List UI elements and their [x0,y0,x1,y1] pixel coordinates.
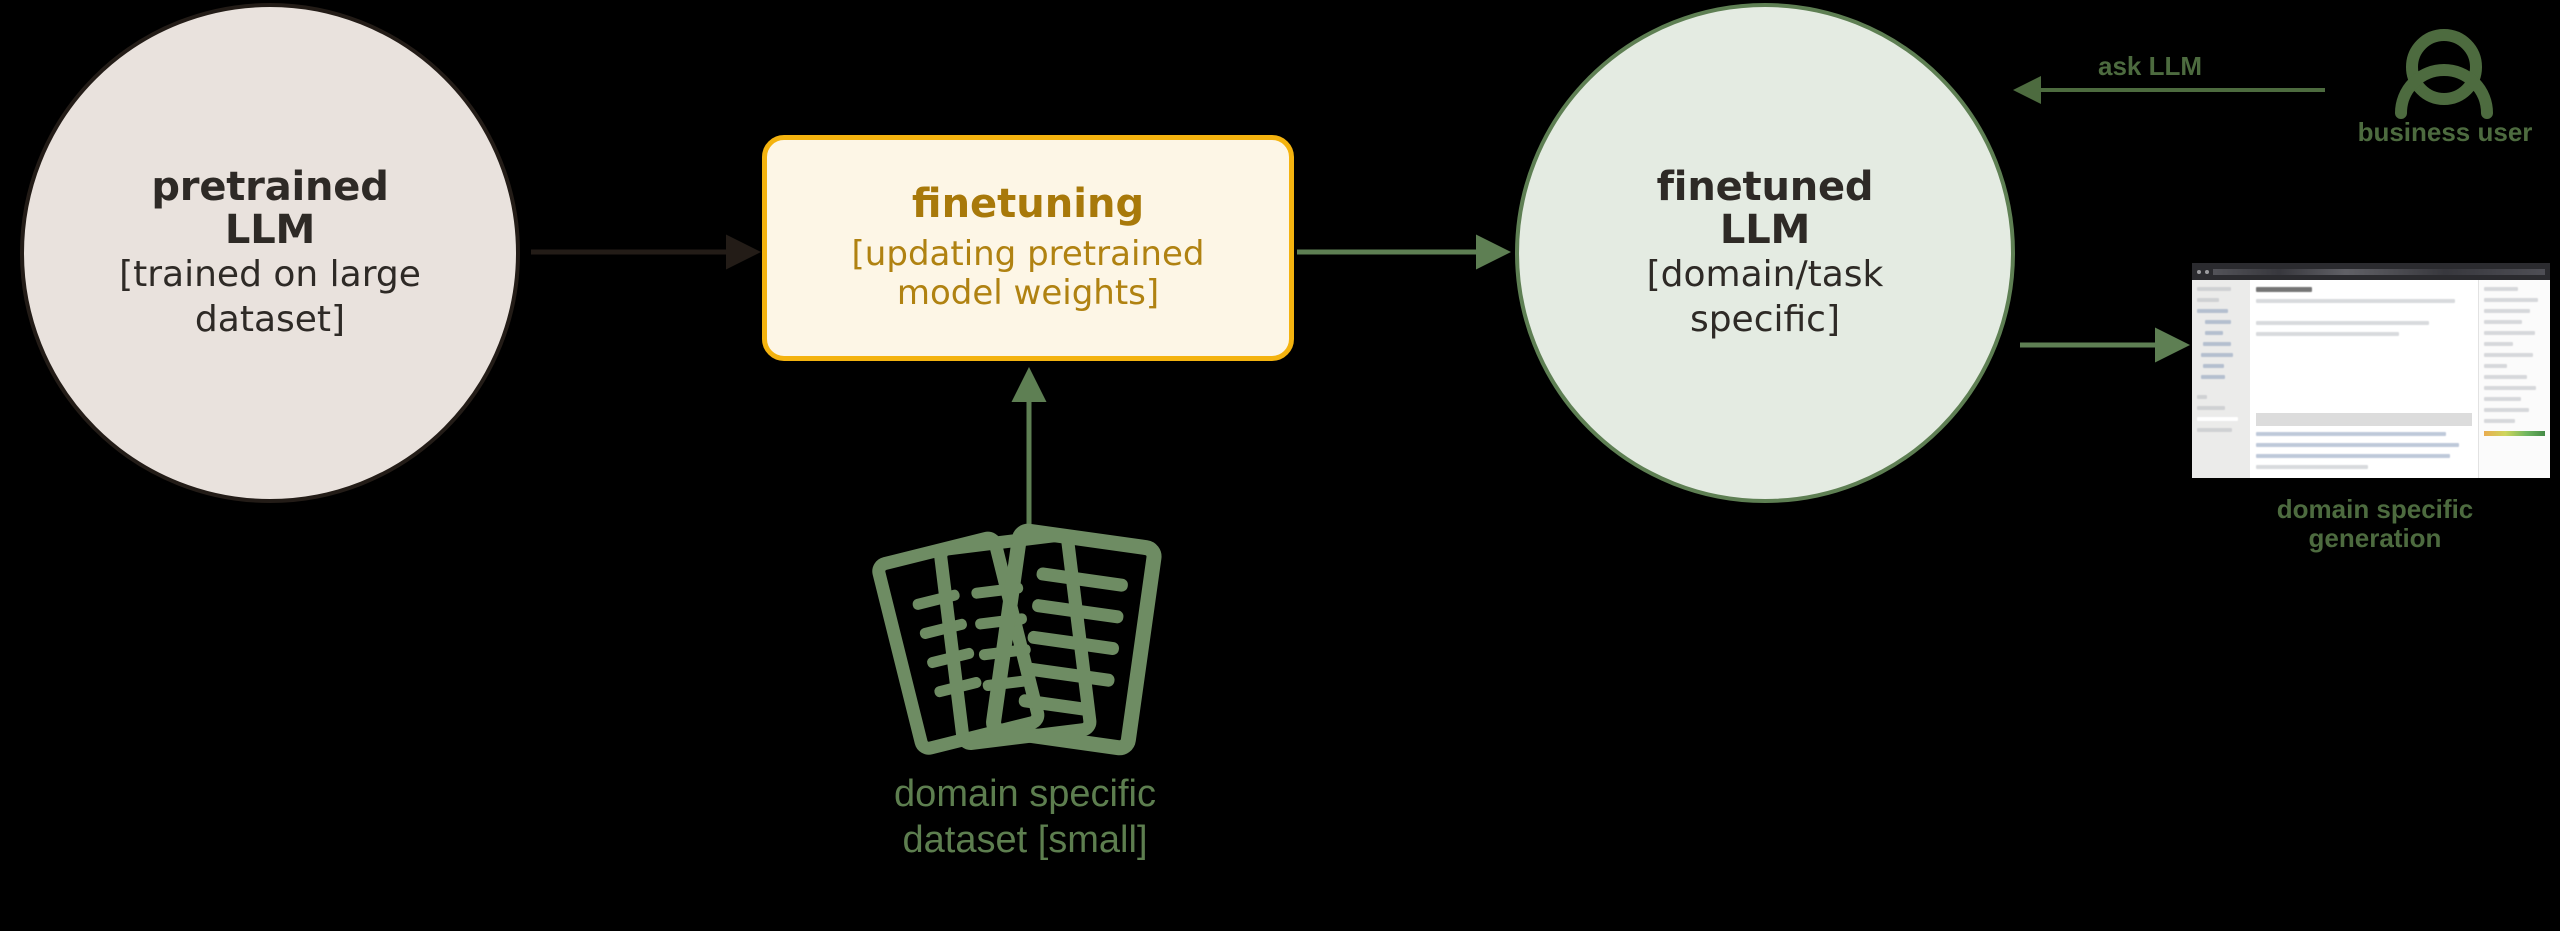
finetuned-title-line2: LLM [1719,206,1811,253]
thumbnail-titlebar [2192,263,2550,280]
thumbnail-sidebar [2192,280,2250,478]
label-business-user: business user [2357,117,2533,147]
node-finetuning-box: finetuning [updating pretrained model we… [762,135,1294,361]
pretrained-title-line2: LLM [224,206,316,253]
thumbnail-divider [2256,413,2472,426]
thumbnail-dot [2197,269,2201,274]
finetuning-title: finetuning [911,181,1145,228]
pretrained-title-line1: pretrained [151,163,389,210]
finetuning-sub-line2: model weights] [896,273,1160,313]
thumbnail-titlebar-blur [2213,268,2545,275]
label-domain-generation-line1: domain specific [2276,494,2474,524]
thumbnail-content-box [2256,343,2472,405]
document-stack-icon [872,523,1162,756]
finetuned-sub-line1: [domain/task [1646,254,1884,296]
label-domain-specific-dataset: domain specific dataset [small] [810,772,1240,863]
domain-specific-generation-screenshot [2192,263,2550,478]
node-pretrained-llm: pretrained LLM [trained on large dataset… [20,3,520,503]
node-finetuned-llm: finetuned LLM [domain/task specific] [1515,3,2015,503]
pretrained-sub-line2: dataset] [194,298,346,340]
thumbnail-color-legend [2484,431,2545,436]
thumbnail-right-panel [2478,280,2550,478]
finetuned-sub-line2: specific] [1689,298,1841,340]
thumbnail-main-panel [2250,280,2478,478]
label-domain-specific-generation: domain specific generation [2255,494,2495,554]
pretrained-sub-line1: [trained on large [119,254,421,296]
label-ask-llm: ask LLM [2097,51,2203,81]
label-dataset-line1: domain specific [894,773,1156,815]
finetuning-sub-line1: [updating pretrained [851,234,1205,275]
thumbnail-body [2192,280,2550,478]
label-domain-generation-line2: generation [2308,523,2442,554]
finetuned-title-line1: finetuned [1656,163,1874,210]
business-user-icon [2395,29,2493,119]
thumbnail-dot [2205,269,2209,274]
label-dataset-line2: dataset [small] [902,818,1148,861]
